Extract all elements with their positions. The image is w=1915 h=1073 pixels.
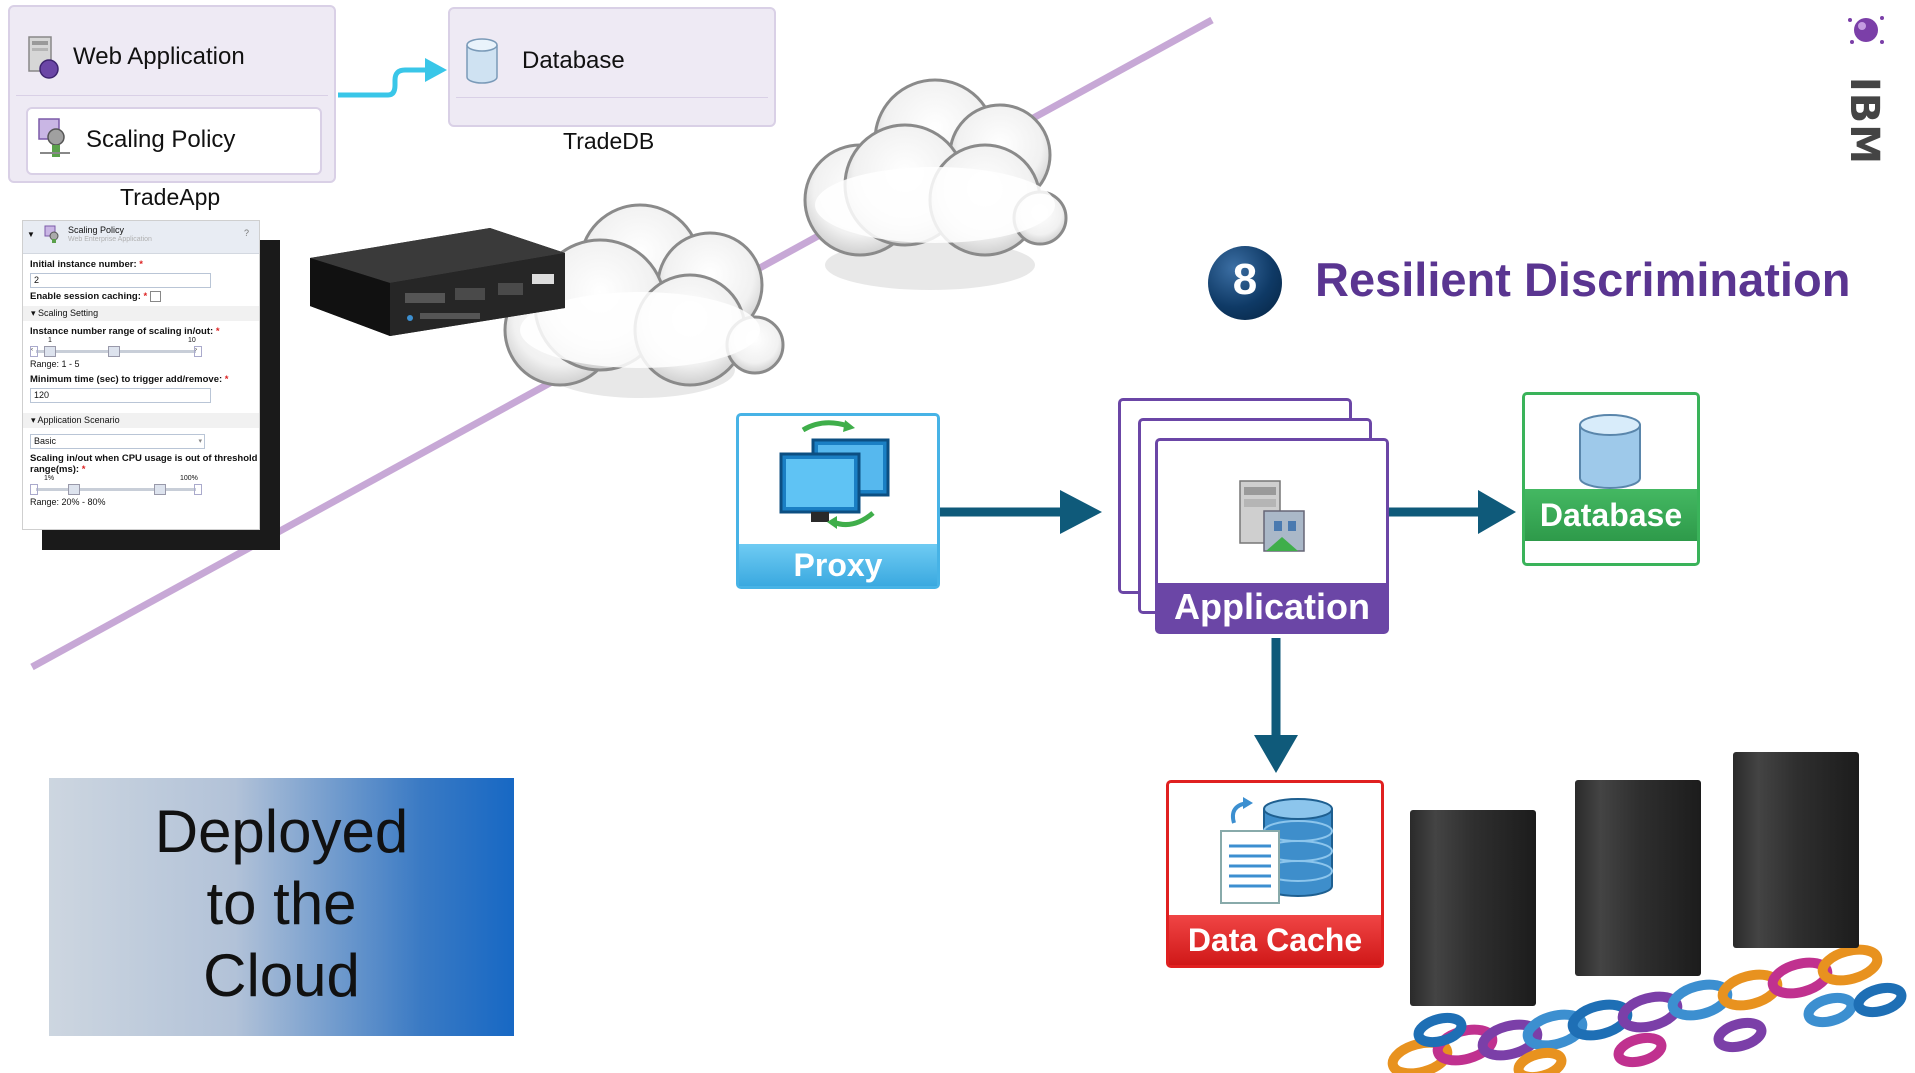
instance-range-slider[interactable]: 1 10 ‹ ›: [30, 337, 202, 359]
slider-right-arrow[interactable]: ›: [194, 346, 202, 357]
tradedb-caption: TradeDB: [563, 128, 655, 154]
ibm-logo-text: IBM: [1841, 76, 1888, 166]
proxy-label: Proxy: [739, 544, 937, 586]
panel-subtitle: Web Enterprise Application: [68, 236, 152, 243]
scaling-policy-row: Scaling Policy: [36, 117, 235, 163]
initial-instance-label: Initial instance number: *: [30, 259, 143, 270]
cpu-slider-right-arrow[interactable]: [194, 484, 202, 495]
slider-handle-max[interactable]: [108, 346, 120, 357]
cpu-label: Scaling in/out when CPU usage is out of …: [30, 453, 258, 475]
data-cache-box[interactable]: Data Cache: [1166, 780, 1384, 968]
scenario-select[interactable]: Basic ▾: [30, 434, 205, 449]
cpu-slider-handle-max[interactable]: [154, 484, 166, 495]
proxy-monitors-icon: [779, 420, 890, 529]
server-appliance: [310, 228, 565, 336]
tradeapp-caption: TradeApp: [120, 184, 221, 210]
cpu-slider-left-arrow[interactable]: [30, 484, 38, 495]
slide-title: Resilient Discrimination: [1315, 253, 1851, 306]
range-value: Range: 1 - 5: [30, 359, 80, 369]
deployed-line-3: Cloud: [203, 942, 360, 1009]
panel-header: ▼ Scaling Policy Web Enterprise Applicat…: [23, 221, 259, 254]
ibm-logo: IBM: [1838, 10, 1888, 165]
database-icon: [466, 38, 498, 84]
cpu-range-value: Range: 20% - 80%: [30, 497, 106, 507]
initial-instance-input[interactable]: 2: [30, 273, 211, 288]
range-label: Instance number range of scaling in/out:…: [30, 326, 220, 337]
database-pattern-label: Database: [522, 47, 625, 74]
slider-handle-min[interactable]: [44, 346, 56, 357]
deployed-line-2: to the: [206, 870, 357, 937]
section-scaling-setting[interactable]: ▾ Scaling Setting: [23, 306, 259, 321]
scaling-policy-box[interactable]: Scaling Policy: [26, 107, 322, 175]
database-cylinder-icon: [1579, 414, 1641, 489]
scaling-policy-panel: ▼ Scaling Policy Web Enterprise Applicat…: [22, 220, 260, 530]
server-rack-1: [1410, 810, 1536, 1006]
data-cache-icon: [1220, 797, 1333, 904]
database-flow-label: Database: [1525, 489, 1697, 541]
application-label: Application: [1158, 583, 1386, 631]
scaling-policy-label: Scaling Policy: [86, 126, 236, 153]
min-time-input[interactable]: 120: [30, 388, 211, 403]
proxy-box[interactable]: Proxy: [736, 413, 940, 589]
deployed-line-1: Deployed: [154, 798, 409, 865]
chevron-down-icon[interactable]: ▾: [198, 438, 202, 445]
application-box[interactable]: Application: [1155, 438, 1389, 634]
step-badge: 8: [1208, 246, 1282, 320]
web-application-row: Web Application: [25, 35, 245, 79]
pattern-connector-arrow: [338, 67, 430, 98]
web-application-icon: [28, 36, 59, 79]
server-rack-2: [1575, 780, 1701, 976]
web-application-label: Web Application: [73, 43, 245, 70]
web-application-pattern[interactable]: Web Application Scaling Policy: [8, 5, 336, 183]
cpu-range-slider[interactable]: 1% 100%: [30, 475, 202, 497]
slider-left-arrow[interactable]: ‹: [30, 346, 38, 357]
data-cache-label: Data Cache: [1169, 915, 1381, 965]
cpu-slider-handle-min[interactable]: [68, 484, 80, 495]
panel-title: Scaling Policy: [68, 225, 125, 235]
ibm-globe-icon: [1848, 16, 1884, 44]
session-caching-checkbox[interactable]: [150, 291, 162, 302]
collapse-icon[interactable]: ▼: [27, 230, 35, 239]
decorative-chain: [1387, 944, 1907, 1073]
session-caching-label: Enable session caching: *: [23, 291, 259, 302]
help-icon[interactable]: ?: [243, 228, 249, 238]
database-pattern[interactable]: Database: [448, 7, 776, 127]
deployed-to-cloud-box: Deployed to the Cloud: [49, 778, 514, 1036]
section-application-scenario[interactable]: ▾ Application Scenario: [23, 413, 259, 428]
cloud-right: [803, 78, 1068, 290]
panel-scaling-icon: [44, 225, 59, 243]
server-rack-3: [1733, 752, 1859, 948]
database-row: Database: [464, 37, 625, 85]
scaling-policy-icon: [38, 118, 70, 157]
min-time-label: Minimum time (sec) to trigger add/remove…: [30, 374, 229, 385]
application-server-icon: [1239, 480, 1305, 552]
database-box[interactable]: Database: [1522, 392, 1700, 566]
